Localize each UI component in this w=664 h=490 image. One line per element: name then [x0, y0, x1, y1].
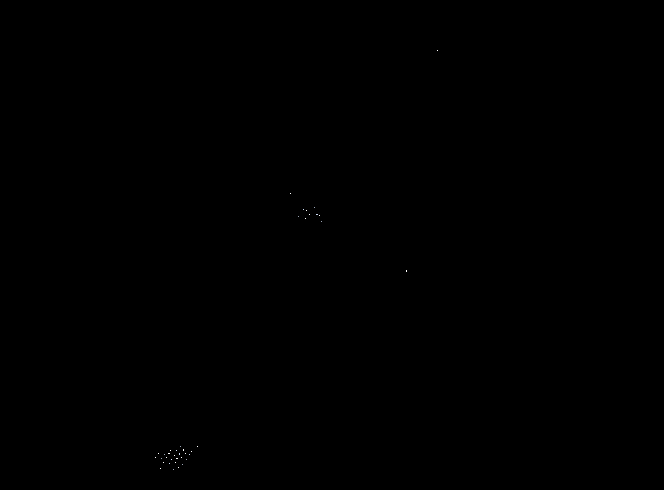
speck-pixel: [170, 450, 171, 451]
speck-pixel: [189, 454, 190, 455]
speck-pixel: [179, 453, 180, 455]
speck-pixel: [163, 462, 164, 463]
speck-pixel: [290, 193, 291, 194]
speck-pixel: [314, 207, 315, 208]
speck-pixel: [180, 446, 181, 447]
speck-pixel: [164, 454, 165, 455]
speck-pixel: [303, 209, 304, 210]
speck-pixel: [182, 464, 183, 465]
speck-pixel: [178, 467, 179, 468]
speck-pixel: [161, 458, 162, 459]
speck-pixel: [298, 216, 299, 217]
speck-pixel: [173, 469, 174, 470]
speck-pixel: [321, 221, 322, 222]
speck-pixel: [166, 457, 167, 458]
speck-pixel: [176, 458, 178, 459]
speck-pixel: [176, 450, 177, 451]
speck-pixel: [191, 451, 192, 452]
speck-pixel: [197, 446, 198, 447]
speck-pixel: [309, 214, 310, 215]
speck-pixel: [319, 215, 320, 216]
speck-pixel: [305, 218, 306, 219]
speck-pixel: [171, 459, 172, 460]
speck-mid-right: [406, 270, 407, 272]
speck-pixel: [316, 214, 318, 215]
speck-pixel: [183, 449, 184, 451]
speck-pixel: [158, 453, 159, 454]
speck-pixel: [186, 459, 187, 460]
speck-pixel: [168, 453, 170, 454]
speck-pixel: [155, 457, 156, 458]
speck-pixel: [185, 453, 186, 454]
speck-pixel: [175, 462, 176, 463]
speck-pixel: [160, 468, 161, 469]
speck-pixel: [306, 210, 307, 211]
speck-pixel: [169, 463, 170, 464]
speck-pixel: [174, 455, 175, 456]
speck-upper-right: [437, 50, 438, 51]
speck-pixel: [181, 457, 182, 458]
